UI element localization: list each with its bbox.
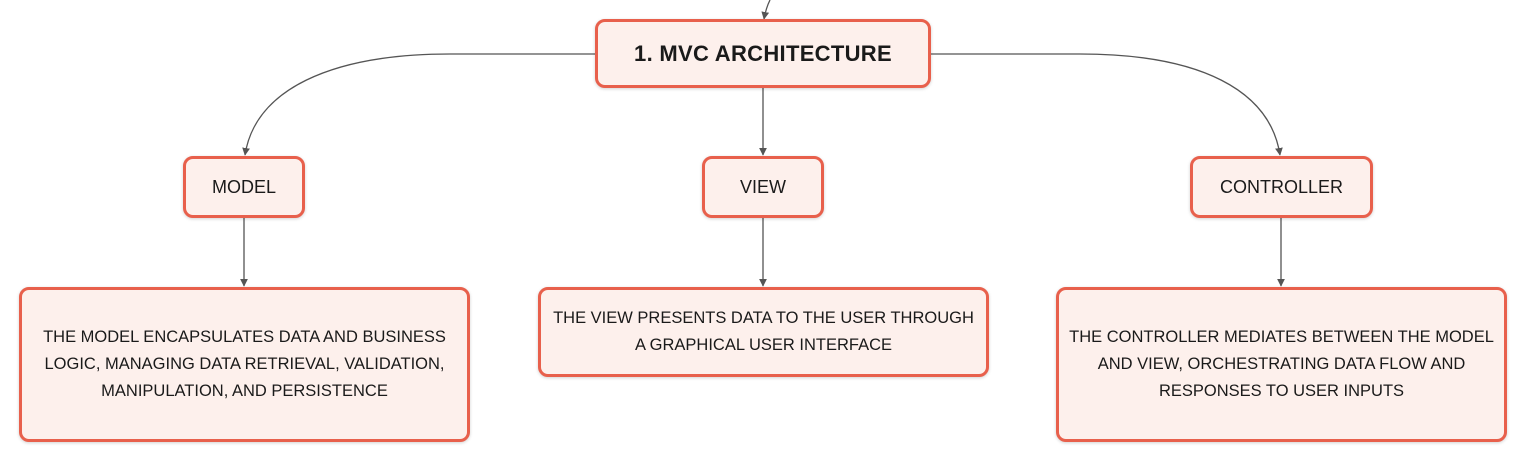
incoming-connector xyxy=(761,0,771,20)
model-node[interactable]: MODEL xyxy=(183,156,305,218)
model-label: MODEL xyxy=(211,176,276,197)
connector-title-controller xyxy=(931,53,1283,156)
model-description-node[interactable]: THE MODEL ENCAPSULATES DATA AND BUSINESS… xyxy=(19,287,470,442)
mvc-architecture-title: 1. MVC ARCHITECTURE xyxy=(634,40,892,66)
mvc-architecture-node[interactable]: 1. MVC ARCHITECTURE xyxy=(595,19,931,88)
controller-label: CONTROLLER xyxy=(1219,176,1344,197)
view-label: VIEW xyxy=(739,176,786,197)
model-description: THE MODEL ENCAPSULATES DATA AND BUSINESS… xyxy=(43,328,446,400)
connector-title-model xyxy=(242,53,595,156)
view-description: THE VIEW PRESENTS DATA TO THE USER THROU… xyxy=(553,309,974,354)
controller-node[interactable]: CONTROLLER xyxy=(1190,156,1373,218)
view-node[interactable]: VIEW xyxy=(702,156,824,218)
controller-description-node[interactable]: THE CONTROLLER MEDIATES BETWEEN THE MODE… xyxy=(1056,287,1507,442)
controller-description: THE CONTROLLER MEDIATES BETWEEN THE MODE… xyxy=(1069,328,1494,400)
view-description-node[interactable]: THE VIEW PRESENTS DATA TO THE USER THROU… xyxy=(538,287,989,377)
